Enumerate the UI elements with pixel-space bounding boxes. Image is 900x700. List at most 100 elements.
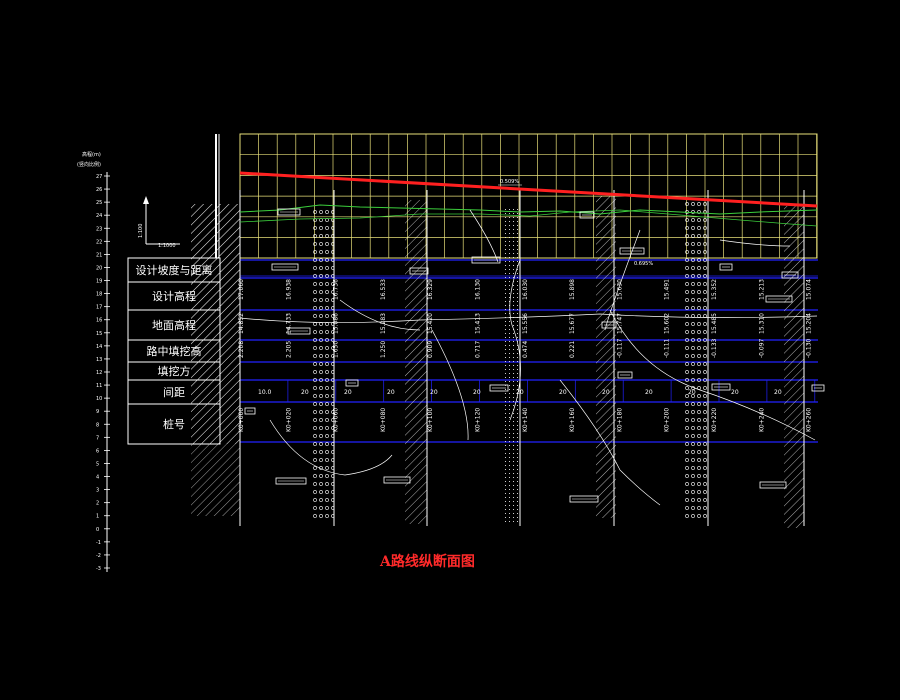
- station-pile: K0+120: [475, 408, 482, 432]
- station-design: 16.533: [380, 279, 387, 300]
- station-fill: 1.250: [380, 341, 387, 358]
- scale-tick-label: 7: [96, 435, 99, 441]
- grade-label-1: 0.509%: [500, 179, 519, 185]
- profile-lines: 0.509% 0.695%: [239, 171, 818, 267]
- station-fill: -0.097: [758, 338, 765, 358]
- station-fill: 0.221: [569, 341, 576, 358]
- station-pile: K0+220: [711, 408, 718, 432]
- scale-tick-label: 17: [96, 305, 102, 311]
- station-design: 16.030: [522, 279, 529, 300]
- scale-tick-label: 2: [96, 501, 99, 507]
- station-ground: 15.677: [569, 313, 576, 334]
- station-design: 15.074: [806, 279, 813, 300]
- scale-tick-label: 20: [96, 265, 102, 271]
- scale-tick-label: 13: [96, 357, 102, 363]
- station-design: 15.213: [758, 279, 765, 300]
- row-label: 间距: [163, 386, 185, 399]
- station-fill: 2.208: [238, 341, 245, 358]
- station-fill: 1.650: [333, 341, 340, 358]
- spacing-value: 20: [731, 389, 739, 396]
- station-ground: 15.485: [711, 313, 718, 334]
- station-design: 15.630: [616, 279, 623, 300]
- scale-tick-label: 23: [96, 226, 102, 232]
- station-pile: K0+020: [285, 408, 292, 432]
- scale-tick-label: 26: [96, 187, 102, 193]
- row-label: 桩号: [163, 417, 185, 431]
- station-design: 17.060: [238, 279, 245, 300]
- station-design: 16.736: [333, 279, 340, 300]
- station-fill: 0.717: [475, 341, 482, 358]
- station-fill: 2.205: [285, 341, 292, 358]
- row-label: 设计高程: [152, 289, 196, 303]
- horizontal-scale-label: 1:1000: [158, 243, 176, 249]
- station-fill: -0.133: [711, 338, 718, 358]
- row-label: 地面高程: [152, 318, 196, 332]
- boreholes: [191, 190, 805, 528]
- station-pile: K0+000: [238, 408, 245, 432]
- spacing-value: 10.0: [258, 389, 272, 396]
- station-fill: -0.111: [664, 338, 671, 358]
- station-fill: 0.909: [427, 341, 434, 358]
- station-design: 15.898: [569, 279, 576, 300]
- station-pile: K0+260: [806, 408, 813, 432]
- station-ground: 15.310: [758, 313, 765, 334]
- scale-tick-label: -2: [96, 553, 101, 559]
- scale-subheading: (竖向比例): [77, 161, 101, 168]
- station-design: 16.130: [475, 279, 482, 300]
- scale-tick-label: 1: [96, 514, 99, 520]
- station-fill: -0.117: [616, 338, 623, 358]
- spacing-value: 20: [473, 389, 481, 396]
- station-ground: 15.747: [616, 313, 623, 334]
- scale-ticks: 2726252423222120191817161514131211109876…: [96, 174, 110, 572]
- scale-tick-label: 25: [96, 200, 102, 206]
- scale-tick-label: 4: [96, 475, 99, 481]
- station-ground: 15.204: [806, 313, 813, 334]
- station-design: 15.352: [711, 279, 718, 300]
- scale-tick-label: 9: [96, 409, 99, 415]
- station-pile: K0+080: [380, 408, 387, 432]
- scale-tick-label: 18: [96, 292, 102, 298]
- scale-tick-label: 10: [96, 396, 102, 402]
- station-ground: 14.852: [238, 313, 245, 334]
- drawing-title: A路线纵断面图: [380, 554, 475, 570]
- station-design: 16.938: [285, 279, 292, 300]
- station-pile: K0+140: [522, 408, 529, 432]
- scale-tick-label: 16: [96, 318, 102, 324]
- station-ground: 14.733: [285, 313, 292, 334]
- scale-tick-label: -3: [96, 566, 101, 572]
- scale-tick-label: 15: [96, 331, 102, 337]
- scale-tick-label: 5: [96, 461, 99, 467]
- spacing-value: 20: [301, 389, 309, 396]
- station-pile: K0+060: [333, 408, 340, 432]
- spacing-value: 20: [645, 389, 653, 396]
- spacing-value: 20: [774, 389, 782, 396]
- scale-heading: 高程(m): [82, 151, 101, 158]
- station-fill: 0.474: [522, 341, 529, 358]
- elevation-grid: [239, 133, 818, 259]
- station-fill: -0.130: [806, 338, 813, 358]
- scale-tick-label: 8: [96, 422, 99, 428]
- annotation-tags: [244, 208, 825, 503]
- station-design: 16.329: [427, 279, 434, 300]
- scale-tick-label: 19: [96, 279, 102, 285]
- scale-tick-label: 22: [96, 239, 102, 245]
- stratum-curves: [239, 209, 818, 506]
- scale-tick-label: 27: [96, 174, 102, 180]
- row-label: 填挖方: [158, 364, 191, 378]
- station-ground: 15.602: [664, 313, 671, 334]
- scale-tick-label: 12: [96, 370, 102, 376]
- ground-line: [239, 204, 818, 215]
- scale-tick-label: 24: [96, 213, 102, 219]
- station-pile: K0+180: [616, 408, 623, 432]
- spacing-value: 20: [430, 389, 438, 396]
- design-line: [239, 171, 818, 208]
- spacing-value: 20: [344, 389, 352, 396]
- scale-arrows: 1:100 1:1000: [138, 196, 180, 249]
- ground-line-secondary: [239, 209, 818, 227]
- elevation-scale: 高程(m) (竖向比例) 272625242322212019181716151…: [77, 151, 110, 572]
- scale-tick-label: 0: [96, 527, 99, 533]
- scale-tick-label: 21: [96, 252, 102, 258]
- station-pile: K0+240: [758, 408, 765, 432]
